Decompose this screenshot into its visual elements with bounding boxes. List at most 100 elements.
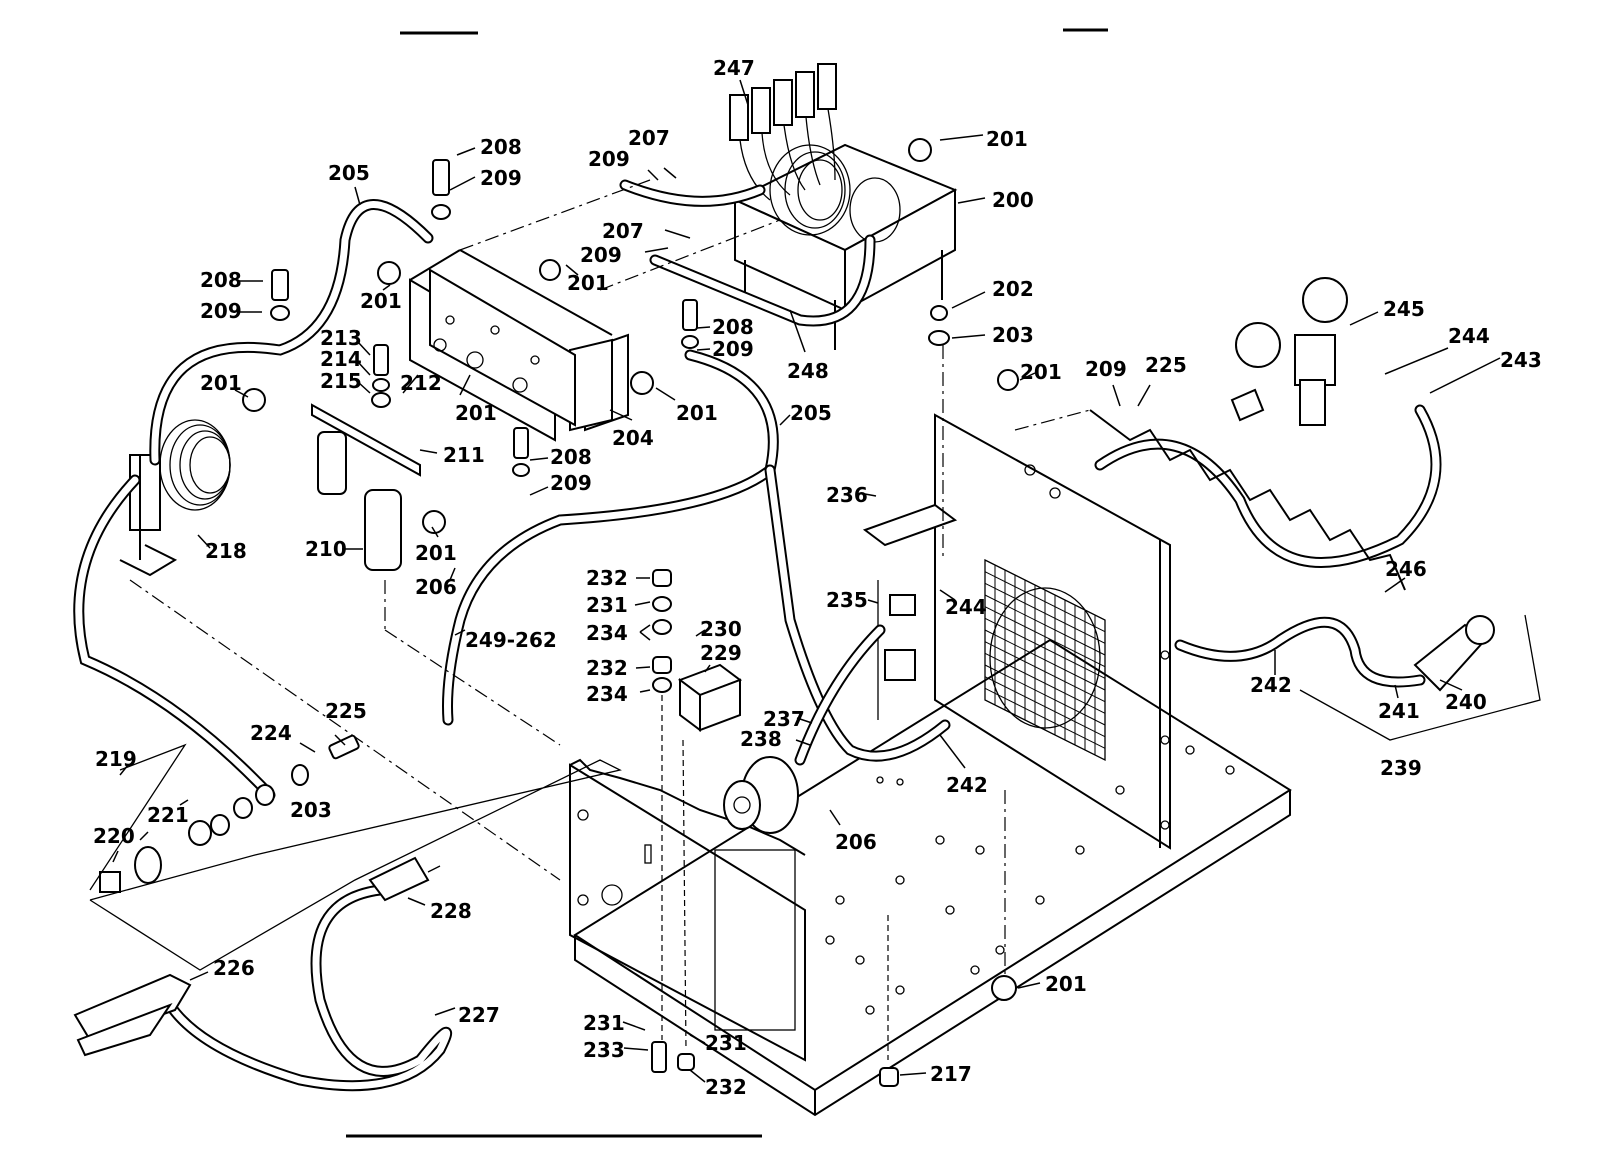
grille-line [984,582,1106,644]
callout-201: 201 [200,371,242,395]
callout-208: 208 [480,135,522,159]
callout-226: 226 [213,956,255,980]
callout-232: 232 [586,566,628,590]
grille-line [984,606,1106,668]
leader-lines [112,79,1501,1083]
callout-237: 237 [763,707,805,731]
callout-225: 225 [1145,353,1187,377]
callout-240: 240 [1445,690,1487,714]
rear-panel [934,413,1171,850]
assembly-lines [89,179,1541,1060]
choke-coil [119,419,231,577]
callout-245: 245 [1383,297,1425,321]
cable-plug [368,856,441,902]
callout-238: 238 [740,727,782,751]
gas-valve [862,503,958,720]
callout-206: 206 [835,830,877,854]
callout-221: 221 [147,803,189,827]
callout-labels: 247 201 200 208 209 205 209 207 207 209 … [93,56,1542,1099]
callout-201: 201 [986,127,1028,151]
callout-213: 213 [320,326,362,350]
callout-200: 200 [992,188,1034,212]
callout-215: 215 [320,369,362,393]
callout-231: 231 [705,1031,747,1055]
callout-231: 231 [583,1011,625,1035]
grille-line [984,687,1106,749]
callout-242: 242 [946,773,988,797]
callout-244: 244 [945,595,987,619]
callout-201: 201 [415,541,457,565]
callout-224: 224 [250,721,292,745]
callout-233: 233 [583,1038,625,1062]
callout-229: 229 [700,641,742,665]
callout-201: 201 [676,401,718,425]
terminal-strip [729,63,837,201]
front-panel [569,758,806,1062]
grille-line [984,594,1106,656]
cables [73,179,1442,1092]
grille-line [984,641,1106,703]
callout-242: 242 [1250,673,1292,697]
callout-234: 234 [586,682,628,706]
callout-201: 201 [1020,360,1062,384]
callout-218: 218 [205,539,247,563]
callout-208: 208 [712,315,754,339]
callout-249-262: 249-262 [465,628,557,652]
callout-208: 208 [200,268,242,292]
mains-plug [1413,615,1495,692]
callout-201: 201 [360,289,402,313]
callout-203: 203 [290,798,332,822]
hardware [99,138,1019,1087]
grille-line [984,571,1106,633]
grille-line [984,664,1106,726]
callout-211: 211 [443,443,485,467]
callout-225: 225 [325,699,367,723]
callout-248: 248 [787,359,829,383]
callout-228: 228 [430,899,472,923]
callout-209: 209 [1085,357,1127,381]
callout-230: 230 [700,617,742,641]
callout-220: 220 [93,824,135,848]
callout-207: 207 [628,126,670,150]
terminal-block [677,663,743,732]
callout-232: 232 [586,656,628,680]
callout-241: 241 [1378,699,1420,723]
grille-line [984,676,1106,738]
grille-line [984,617,1106,679]
callout-243: 243 [1500,348,1542,372]
callout-227: 227 [458,1003,500,1027]
callout-206: 206 [415,575,457,599]
callout-209: 209 [712,337,754,361]
callout-203: 203 [992,323,1034,347]
torch-connector [723,756,799,834]
gas-regulator [1230,277,1348,426]
fan-grille [984,558,1106,762]
callout-202: 202 [992,277,1034,301]
callout-205: 205 [328,161,370,185]
callout-244: 244 [1448,324,1490,348]
callout-234: 234 [586,621,628,645]
grille-line [984,629,1106,691]
callout-210: 210 [305,537,347,561]
transformer [732,143,958,350]
callout-204: 204 [612,426,654,450]
callout-214: 214 [320,347,362,371]
callout-217: 217 [930,1062,972,1086]
callout-235: 235 [826,588,868,612]
rectifier-heatsink [409,249,629,442]
callout-209: 209 [580,243,622,267]
callout-201: 201 [455,401,497,425]
callout-201: 201 [1045,972,1087,996]
callout-205: 205 [790,401,832,425]
grille-line [984,652,1106,714]
callout-231: 231 [586,593,628,617]
callout-209: 209 [588,147,630,171]
callout-209: 209 [550,471,592,495]
callout-212: 212 [400,371,442,395]
callout-201: 201 [567,271,609,295]
earth-clamp [73,973,192,1057]
gas-hose [1089,409,1406,591]
callout-208: 208 [550,445,592,469]
